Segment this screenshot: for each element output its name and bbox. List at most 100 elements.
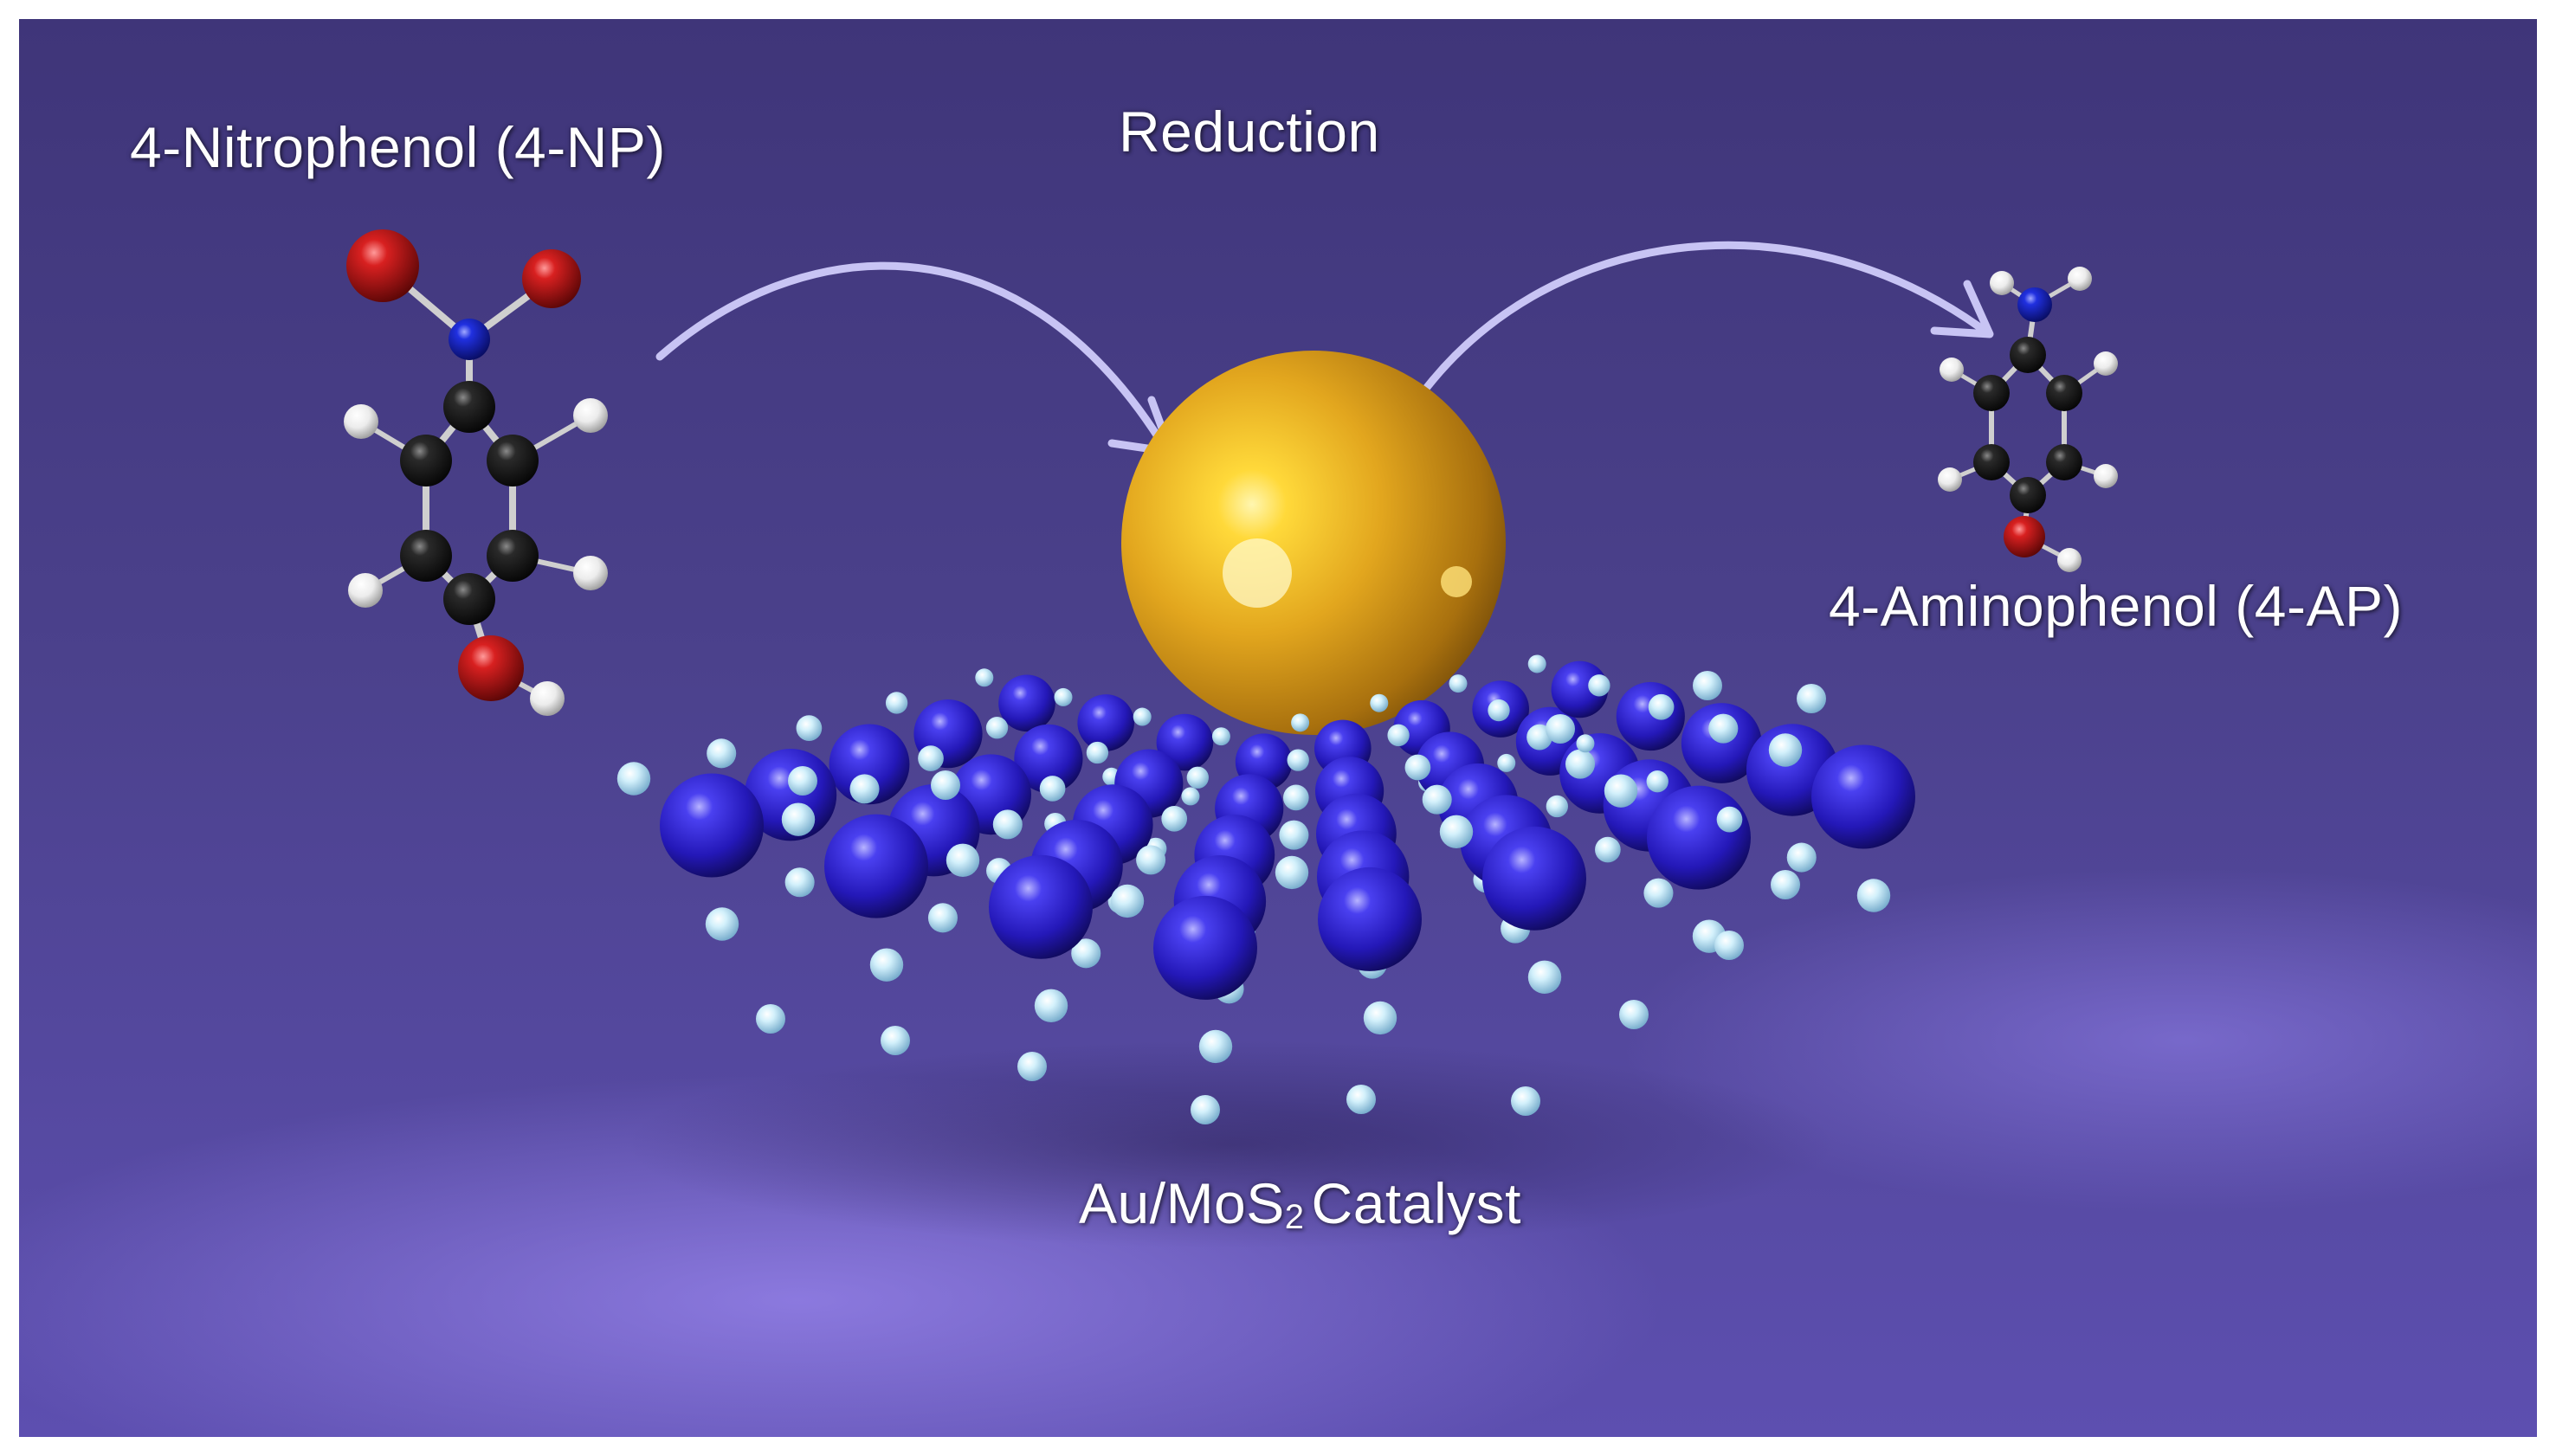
diagram-canvas <box>19 19 2537 1437</box>
sulfur-atom <box>707 738 737 769</box>
sulfur-atom <box>1511 1086 1540 1116</box>
molybdenum-atom <box>1811 744 1915 849</box>
arrow-head-right <box>1930 280 1994 338</box>
sulfur-atom <box>1527 960 1562 994</box>
sulfur-atom <box>1186 766 1209 789</box>
sulfur-atom <box>1422 784 1452 815</box>
carbon-atom <box>400 435 452 486</box>
carbon-atom <box>1973 444 2010 480</box>
hydrogen-atom <box>348 573 383 608</box>
sulfur-atom <box>1110 884 1145 918</box>
sulfur-atom <box>1211 727 1230 746</box>
sulfur-atom <box>1797 684 1826 713</box>
carbon-atom <box>443 381 495 433</box>
sulfur-atom <box>1546 714 1575 744</box>
sulfur-atom <box>869 948 904 982</box>
sulfur-atom <box>985 717 1009 739</box>
sulfur-atom <box>1363 1001 1397 1035</box>
oxygen-atom <box>458 635 524 701</box>
sulfur-atom <box>1181 787 1200 806</box>
catalyst-label-subscript: 2 <box>1284 1198 1305 1236</box>
sulfur-atom <box>796 715 823 741</box>
molybdenum-atom <box>1077 694 1134 751</box>
hydrogen-atom <box>530 681 565 716</box>
floor-light-right <box>1621 867 2537 1214</box>
hydrogen-atom <box>1990 271 2014 295</box>
sulfur-atom <box>1370 693 1389 712</box>
sulfur-atom <box>918 745 944 771</box>
sulfur-atom <box>1771 870 1800 899</box>
sulfur-atom <box>1693 671 1722 700</box>
sulfur-atom <box>1716 806 1743 833</box>
carbon-atom <box>2046 444 2082 480</box>
hydrogen-atom <box>2094 351 2118 376</box>
sulfur-atom <box>788 766 817 796</box>
sulfur-atom <box>885 692 908 714</box>
oxygen-atom <box>2004 516 2045 557</box>
sulfur-atom <box>1497 753 1516 772</box>
sulfur-atom <box>1017 1052 1047 1081</box>
catalyst-label-suffix: Catalyst <box>1311 1171 1521 1235</box>
carbon-atom <box>487 435 539 486</box>
carbon-atom <box>443 573 495 625</box>
molybdenum-atom <box>660 773 764 878</box>
product-label: 4-Aminophenol (4-AP) <box>1829 574 2403 638</box>
sulfur-atom <box>1604 774 1638 808</box>
molybdenum-atom <box>1318 867 1422 971</box>
sulfur-atom <box>1291 713 1310 732</box>
sulfur-atom <box>881 1026 910 1055</box>
sulfur-atom <box>1039 776 1066 802</box>
sulfur-atom <box>1588 674 1610 697</box>
carbon-atom <box>487 530 539 582</box>
nitrogen-atom <box>449 319 490 360</box>
sulfur-atom <box>1136 845 1166 875</box>
hydrogen-atom <box>2094 464 2118 488</box>
sulfur-atom <box>1527 654 1546 673</box>
sulfur-atom <box>1648 693 1675 720</box>
molybdenum-atom <box>829 724 910 805</box>
sulfur-atom <box>1595 836 1621 863</box>
sulfur-atom <box>1034 989 1068 1022</box>
sulfur-atom <box>849 774 880 804</box>
sulfur-atom <box>1786 842 1817 873</box>
hydrogen-atom <box>2068 267 2092 291</box>
hydrogen-atom <box>344 404 378 439</box>
carbon-atom <box>1973 375 2010 411</box>
sulfur-atom <box>616 762 651 796</box>
gold-nanoparticle <box>1121 351 1506 735</box>
hydrogen-atom <box>573 556 608 590</box>
sulfur-atom <box>1546 795 1568 818</box>
reactant-label: 4-Nitrophenol (4-NP) <box>130 115 666 179</box>
molybdenum-atom <box>1647 785 1751 890</box>
molybdenum-atom <box>1014 724 1083 793</box>
sulfur-atom <box>1191 1095 1220 1124</box>
sulfur-atom <box>1287 749 1309 771</box>
molybdenum-atom <box>1153 895 1257 1000</box>
sulfur-atom <box>1619 1000 1649 1029</box>
sulfur-atom <box>975 668 994 687</box>
sulfur-atom <box>1488 699 1510 722</box>
sulfur-atom <box>1708 713 1739 744</box>
sulfur-atom <box>927 903 958 933</box>
hydrogen-atom <box>573 398 608 433</box>
molybdenum-atom <box>1616 681 1685 751</box>
mos2-lattice-front <box>616 654 1915 1124</box>
sulfur-atom <box>1346 1085 1376 1114</box>
carbon-atom <box>2010 477 2046 513</box>
sulfur-atom <box>1856 879 1891 912</box>
reaction-arrow-left <box>655 261 1166 448</box>
sulfur-atom <box>1404 754 1431 781</box>
hydrogen-atom <box>1938 467 1962 492</box>
molybdenum-atom <box>1551 660 1609 718</box>
sulfur-atom <box>705 907 739 941</box>
sulfur-atom <box>1576 734 1595 753</box>
carbon-atom <box>400 530 452 582</box>
oxygen-atom <box>522 249 581 308</box>
sulfur-atom <box>992 809 1023 840</box>
gold-sphere <box>1121 351 1506 735</box>
sulfur-atom <box>1086 741 1109 764</box>
sulfur-atom <box>1275 855 1309 890</box>
hydrogen-atom <box>1940 358 1964 382</box>
oxygen-atom <box>346 229 419 302</box>
molybdenum-atom <box>989 854 1093 959</box>
